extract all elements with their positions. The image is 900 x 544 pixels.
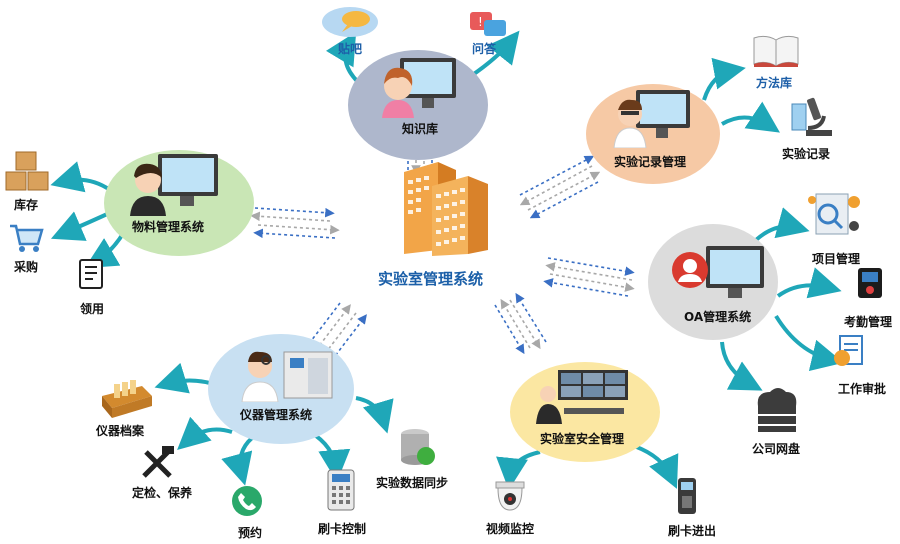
child-label[interactable]: 视频监控 <box>486 522 535 536</box>
child-label[interactable]: 采购 <box>14 260 39 274</box>
cart-icon <box>8 222 44 254</box>
camera-icon <box>492 480 528 514</box>
attendance-device-icon <box>856 266 884 300</box>
clipboard-icon <box>832 334 866 368</box>
experiment-title: 实验记录管理 <box>614 155 687 169</box>
materials-title: 物料管理系统 <box>132 220 205 234</box>
child-label[interactable]: 考勤管理 <box>844 315 893 329</box>
chat-bubble-icon <box>320 4 380 40</box>
database-icon <box>398 428 436 468</box>
child-label[interactable]: 实验数据同步 <box>376 476 449 490</box>
document-icon <box>78 258 106 290</box>
boxes-icon <box>4 150 50 192</box>
child-label[interactable]: 项目管理 <box>812 252 861 266</box>
monitor-person-icon <box>238 342 334 403</box>
child-label[interactable]: 贴吧 <box>338 42 363 56</box>
svg-text:!: ! <box>478 15 483 29</box>
monitor-person-icon <box>376 56 460 118</box>
child-label[interactable]: 领用 <box>80 302 105 316</box>
center-title: 实验室管理系统 <box>378 270 484 288</box>
archive-box-icon <box>98 380 154 420</box>
monitor-person-icon <box>610 88 692 149</box>
child-label[interactable]: 实验记录 <box>782 147 831 161</box>
child-label[interactable]: 问答 <box>472 42 497 56</box>
phone-icon <box>230 484 264 518</box>
monitor-person-icon <box>124 152 220 216</box>
child-label[interactable]: 刷卡进出 <box>668 524 717 538</box>
card-reader-icon <box>326 468 356 512</box>
oa-title: OA管理系统 <box>684 310 752 324</box>
knowledge-title: 知识库 <box>402 122 439 136</box>
child-label[interactable]: 工作审批 <box>838 382 887 396</box>
child-label[interactable]: 方法库 <box>756 76 793 90</box>
monitor-person-icon <box>670 244 766 306</box>
monitor-person-icon <box>534 368 630 424</box>
security-title: 实验室安全管理 <box>540 432 625 446</box>
cloud-server-icon <box>748 384 800 434</box>
building-icon <box>394 158 494 258</box>
instrument-title: 仪器管理系统 <box>240 408 313 422</box>
access-control-icon <box>676 476 698 516</box>
question-bubble-icon: ! <box>468 10 508 40</box>
child-label[interactable]: 库存 <box>14 198 39 212</box>
book-icon <box>752 32 800 68</box>
child-label[interactable]: 定检、保养 <box>132 486 193 500</box>
child-label[interactable]: 刷卡控制 <box>318 522 367 536</box>
child-label[interactable]: 预约 <box>238 526 263 540</box>
magnifier-gear-icon <box>806 192 862 238</box>
child-label[interactable]: 仪器档案 <box>96 424 145 438</box>
tools-icon <box>140 446 174 480</box>
child-label[interactable]: 公司网盘 <box>752 442 801 456</box>
microscope-icon <box>790 94 834 138</box>
